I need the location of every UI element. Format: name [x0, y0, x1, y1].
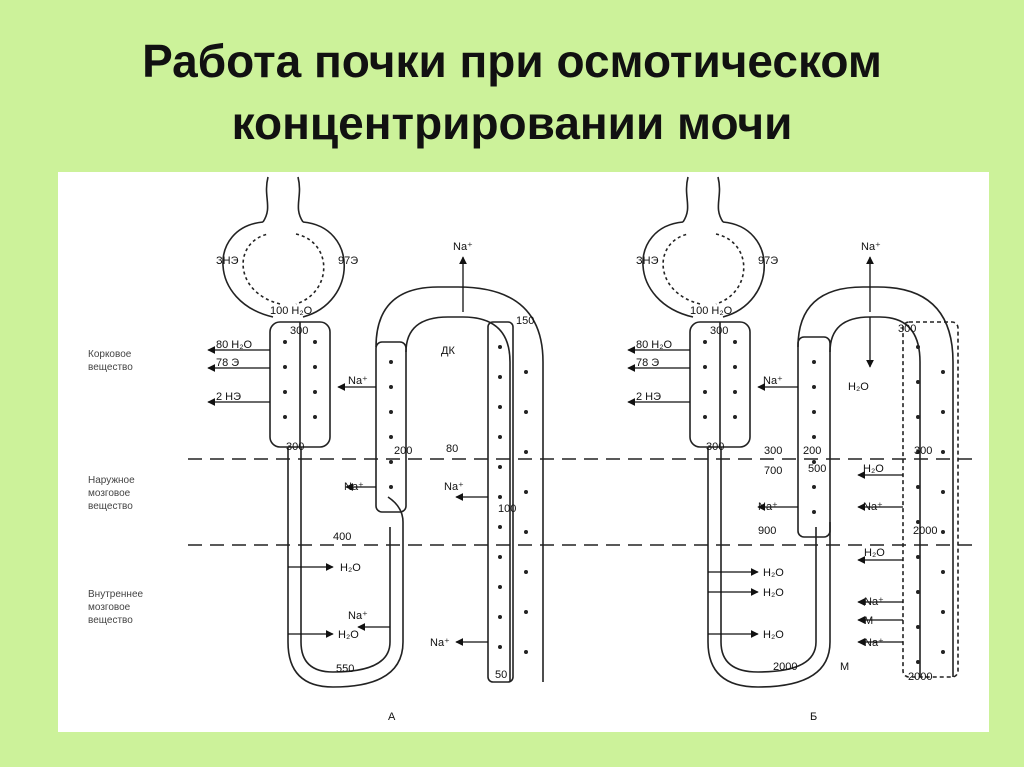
- svg-text:Корковое: Корковое: [88, 349, 132, 360]
- title-line-1: Работа почки при осмотическом: [142, 35, 882, 87]
- arrows-b: [627, 256, 903, 646]
- glomerulus-capsule-b: [642, 221, 766, 318]
- label-b-na3: Na⁺: [863, 501, 883, 513]
- label-b-h2o3: H₂O: [864, 547, 885, 559]
- label-a-na3: Na⁺: [444, 481, 464, 493]
- loop-of-henle-b: [707, 447, 831, 688]
- label-a-150: 150: [516, 315, 534, 327]
- cell-nuclei-b: [703, 340, 945, 664]
- distal-loop-inner-a: [405, 316, 511, 682]
- label-a-300-bottom: 300: [286, 441, 304, 453]
- nephron-b: [642, 176, 959, 688]
- label-a-78e: 78 Э: [216, 357, 239, 369]
- label-b-80h2o: 80 H₂O: [636, 339, 673, 351]
- svg-text:вещество: вещество: [88, 501, 133, 512]
- label-b-200: 200: [803, 445, 821, 457]
- label-b-100h2o: 100 H₂O: [690, 305, 733, 317]
- label-a-300-top: 300: [290, 325, 308, 337]
- label-a-100h2o: 100 H₂O: [270, 305, 313, 317]
- label-a-80h2o: 80 H₂O: [216, 339, 253, 351]
- label-a-h2o-a: H₂O: [340, 562, 361, 574]
- label-a-na4: Na⁺: [348, 610, 368, 622]
- label-b-m2: M: [840, 661, 849, 673]
- label-a-200: 200: [394, 445, 412, 457]
- label-a-100: 100: [498, 503, 516, 515]
- label-b-h2o2: H₂O: [863, 463, 884, 475]
- caption-b: Б: [810, 711, 817, 723]
- distal-loop-outer-a: [375, 286, 544, 682]
- kidney-nephron-diagram: Корковое вещество Наружное мозговое веще…: [88, 176, 978, 723]
- svg-text:вещество: вещество: [88, 362, 133, 373]
- label-b-na-top: Na⁺: [861, 241, 881, 253]
- label-b-h2o1: H₂O: [848, 381, 869, 393]
- label-a-na5: Na⁺: [430, 637, 450, 649]
- label-b-300e: 300: [914, 445, 932, 457]
- caption-a: А: [388, 711, 396, 723]
- arrows-a: [207, 256, 488, 646]
- label-b-2000b: 2000: [773, 661, 797, 673]
- svg-text:мозговое: мозговое: [88, 488, 131, 499]
- zone-label-inner-medulla: Внутреннее мозговое вещество: [88, 589, 144, 626]
- collecting-duct-b: [902, 321, 959, 678]
- glomerulus-capsule-a: [222, 221, 346, 318]
- nephron-a: [222, 176, 544, 688]
- cell-nuclei-a: [283, 340, 528, 654]
- svg-text:Наружное: Наружное: [88, 475, 135, 486]
- svg-text:мозговое: мозговое: [88, 602, 131, 613]
- label-a-na-top: Na⁺: [453, 241, 473, 253]
- label-b-300-bottom: 300: [706, 441, 724, 453]
- label-b-h2o4: H₂O: [763, 567, 784, 579]
- zone-label-cortex: Корковое вещество: [88, 349, 133, 373]
- label-a-550: 550: [336, 663, 354, 675]
- label-a-na2: Na⁺: [344, 481, 364, 493]
- label-b-zn: ЗНЭ: [636, 255, 659, 267]
- label-a-zn: ЗНЭ: [216, 255, 239, 267]
- label-b-300c: 300: [898, 323, 916, 335]
- label-b-2000a: 2000: [913, 525, 937, 537]
- label-a-dk: ДК: [441, 345, 455, 357]
- label-b-97e: 97Э: [758, 255, 778, 267]
- collecting-duct-a: [487, 321, 514, 683]
- label-b-m1: M: [864, 615, 873, 627]
- label-a-h2o-b: H₂O: [338, 629, 359, 641]
- label-a-400: 400: [333, 531, 351, 543]
- svg-text:вещество: вещество: [88, 615, 133, 626]
- label-b-na2: Na⁺: [758, 501, 778, 513]
- label-b-h2o6: H₂O: [763, 629, 784, 641]
- label-b-na1: Na⁺: [763, 375, 783, 387]
- label-a-50: 50: [495, 669, 507, 681]
- label-b-300-top: 300: [710, 325, 728, 337]
- labels-b: ЗНЭ 97Э 100 H₂O 300 80 H₂O 78 Э 2 НЭ 300…: [636, 241, 937, 723]
- thick-ascending-limb-b: [797, 336, 831, 538]
- label-b-2ne: 2 НЭ: [636, 391, 661, 403]
- title-line-2: концентрировании мочи: [231, 97, 793, 149]
- svg-text:Внутреннее: Внутреннее: [88, 589, 144, 600]
- label-b-na4: Na⁺: [864, 596, 884, 608]
- diagram-panel: Корковое вещество Наружное мозговое веще…: [58, 172, 989, 732]
- distal-loop-inner-b: [829, 316, 921, 677]
- label-b-h2o5: H₂O: [763, 587, 784, 599]
- zone-label-outer-medulla: Наружное мозговое вещество: [88, 475, 135, 512]
- label-a-2ne: 2 НЭ: [216, 391, 241, 403]
- label-b-500: 500: [808, 463, 826, 475]
- label-b-na5: Na⁺: [864, 637, 884, 649]
- thick-ascending-limb-a: [375, 341, 407, 513]
- label-b-300d: 300: [764, 445, 782, 457]
- label-b-700: 700: [764, 465, 782, 477]
- label-a-80: 80: [446, 443, 458, 455]
- distal-loop-outer-b: [797, 286, 954, 677]
- label-b-78e: 78 Э: [636, 357, 659, 369]
- slide-title: Работа почки при осмотическом концентрир…: [0, 30, 1024, 154]
- label-a-97e: 97Э: [338, 255, 358, 267]
- label-b-900: 900: [758, 525, 776, 537]
- label-a-na1: Na⁺: [348, 375, 368, 387]
- label-b-2000c: 2000: [908, 671, 932, 683]
- labels-a: ЗНЭ 97Э 100 H₂O 300 80 H₂O 78 Э 2 НЭ 300…: [216, 241, 534, 723]
